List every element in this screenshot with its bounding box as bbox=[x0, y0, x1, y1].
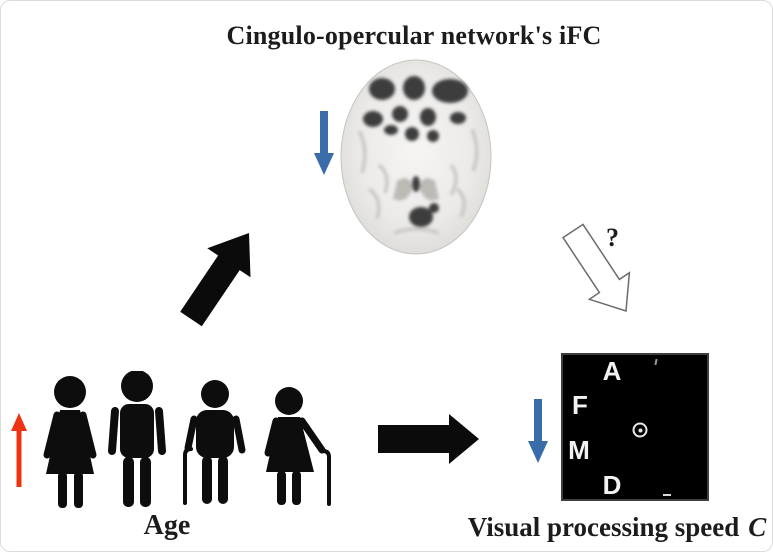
age-group-illustration bbox=[43, 371, 331, 508]
task-letter-m: M bbox=[568, 435, 590, 465]
fixation-circle-icon bbox=[632, 422, 648, 438]
elderly-man-with-cane-icon bbox=[183, 380, 246, 505]
question-mark-label: ? bbox=[606, 223, 619, 252]
speed-caption-symbol: C bbox=[748, 512, 767, 542]
display-artifact-dash bbox=[663, 494, 671, 496]
elderly-woman-with-cane-icon bbox=[264, 387, 331, 506]
task-letter-a: A bbox=[602, 356, 622, 386]
age-to-ifc-arrow-icon bbox=[180, 233, 251, 327]
brain-activation-clusters bbox=[363, 76, 468, 227]
brain-sulci bbox=[357, 128, 479, 235]
young-woman-icon bbox=[43, 376, 97, 508]
task-letter-f: F bbox=[572, 390, 588, 420]
speed-decrease-arrow-icon bbox=[528, 399, 548, 463]
figure-title: Cingulo-opercular network's iFC bbox=[226, 21, 602, 50]
age-increase-arrow-icon bbox=[11, 413, 27, 487]
brain-mri-image bbox=[340, 59, 492, 255]
age-to-speed-arrow-icon bbox=[378, 414, 479, 464]
task-display-screen: A F M D bbox=[561, 353, 709, 501]
brain-ventricles bbox=[393, 178, 439, 201]
ifc-to-speed-question-arrow-icon bbox=[561, 223, 631, 312]
age-caption: Age bbox=[143, 510, 191, 541]
speed-caption-text: Visual processing speed bbox=[467, 512, 740, 542]
speed-caption: Visual processing speed C bbox=[462, 512, 772, 543]
young-man-icon bbox=[108, 371, 166, 507]
display-artifact-tick bbox=[654, 358, 658, 366]
ifc-decrease-arrow-icon bbox=[314, 111, 334, 175]
task-letter-d: D bbox=[602, 470, 622, 500]
